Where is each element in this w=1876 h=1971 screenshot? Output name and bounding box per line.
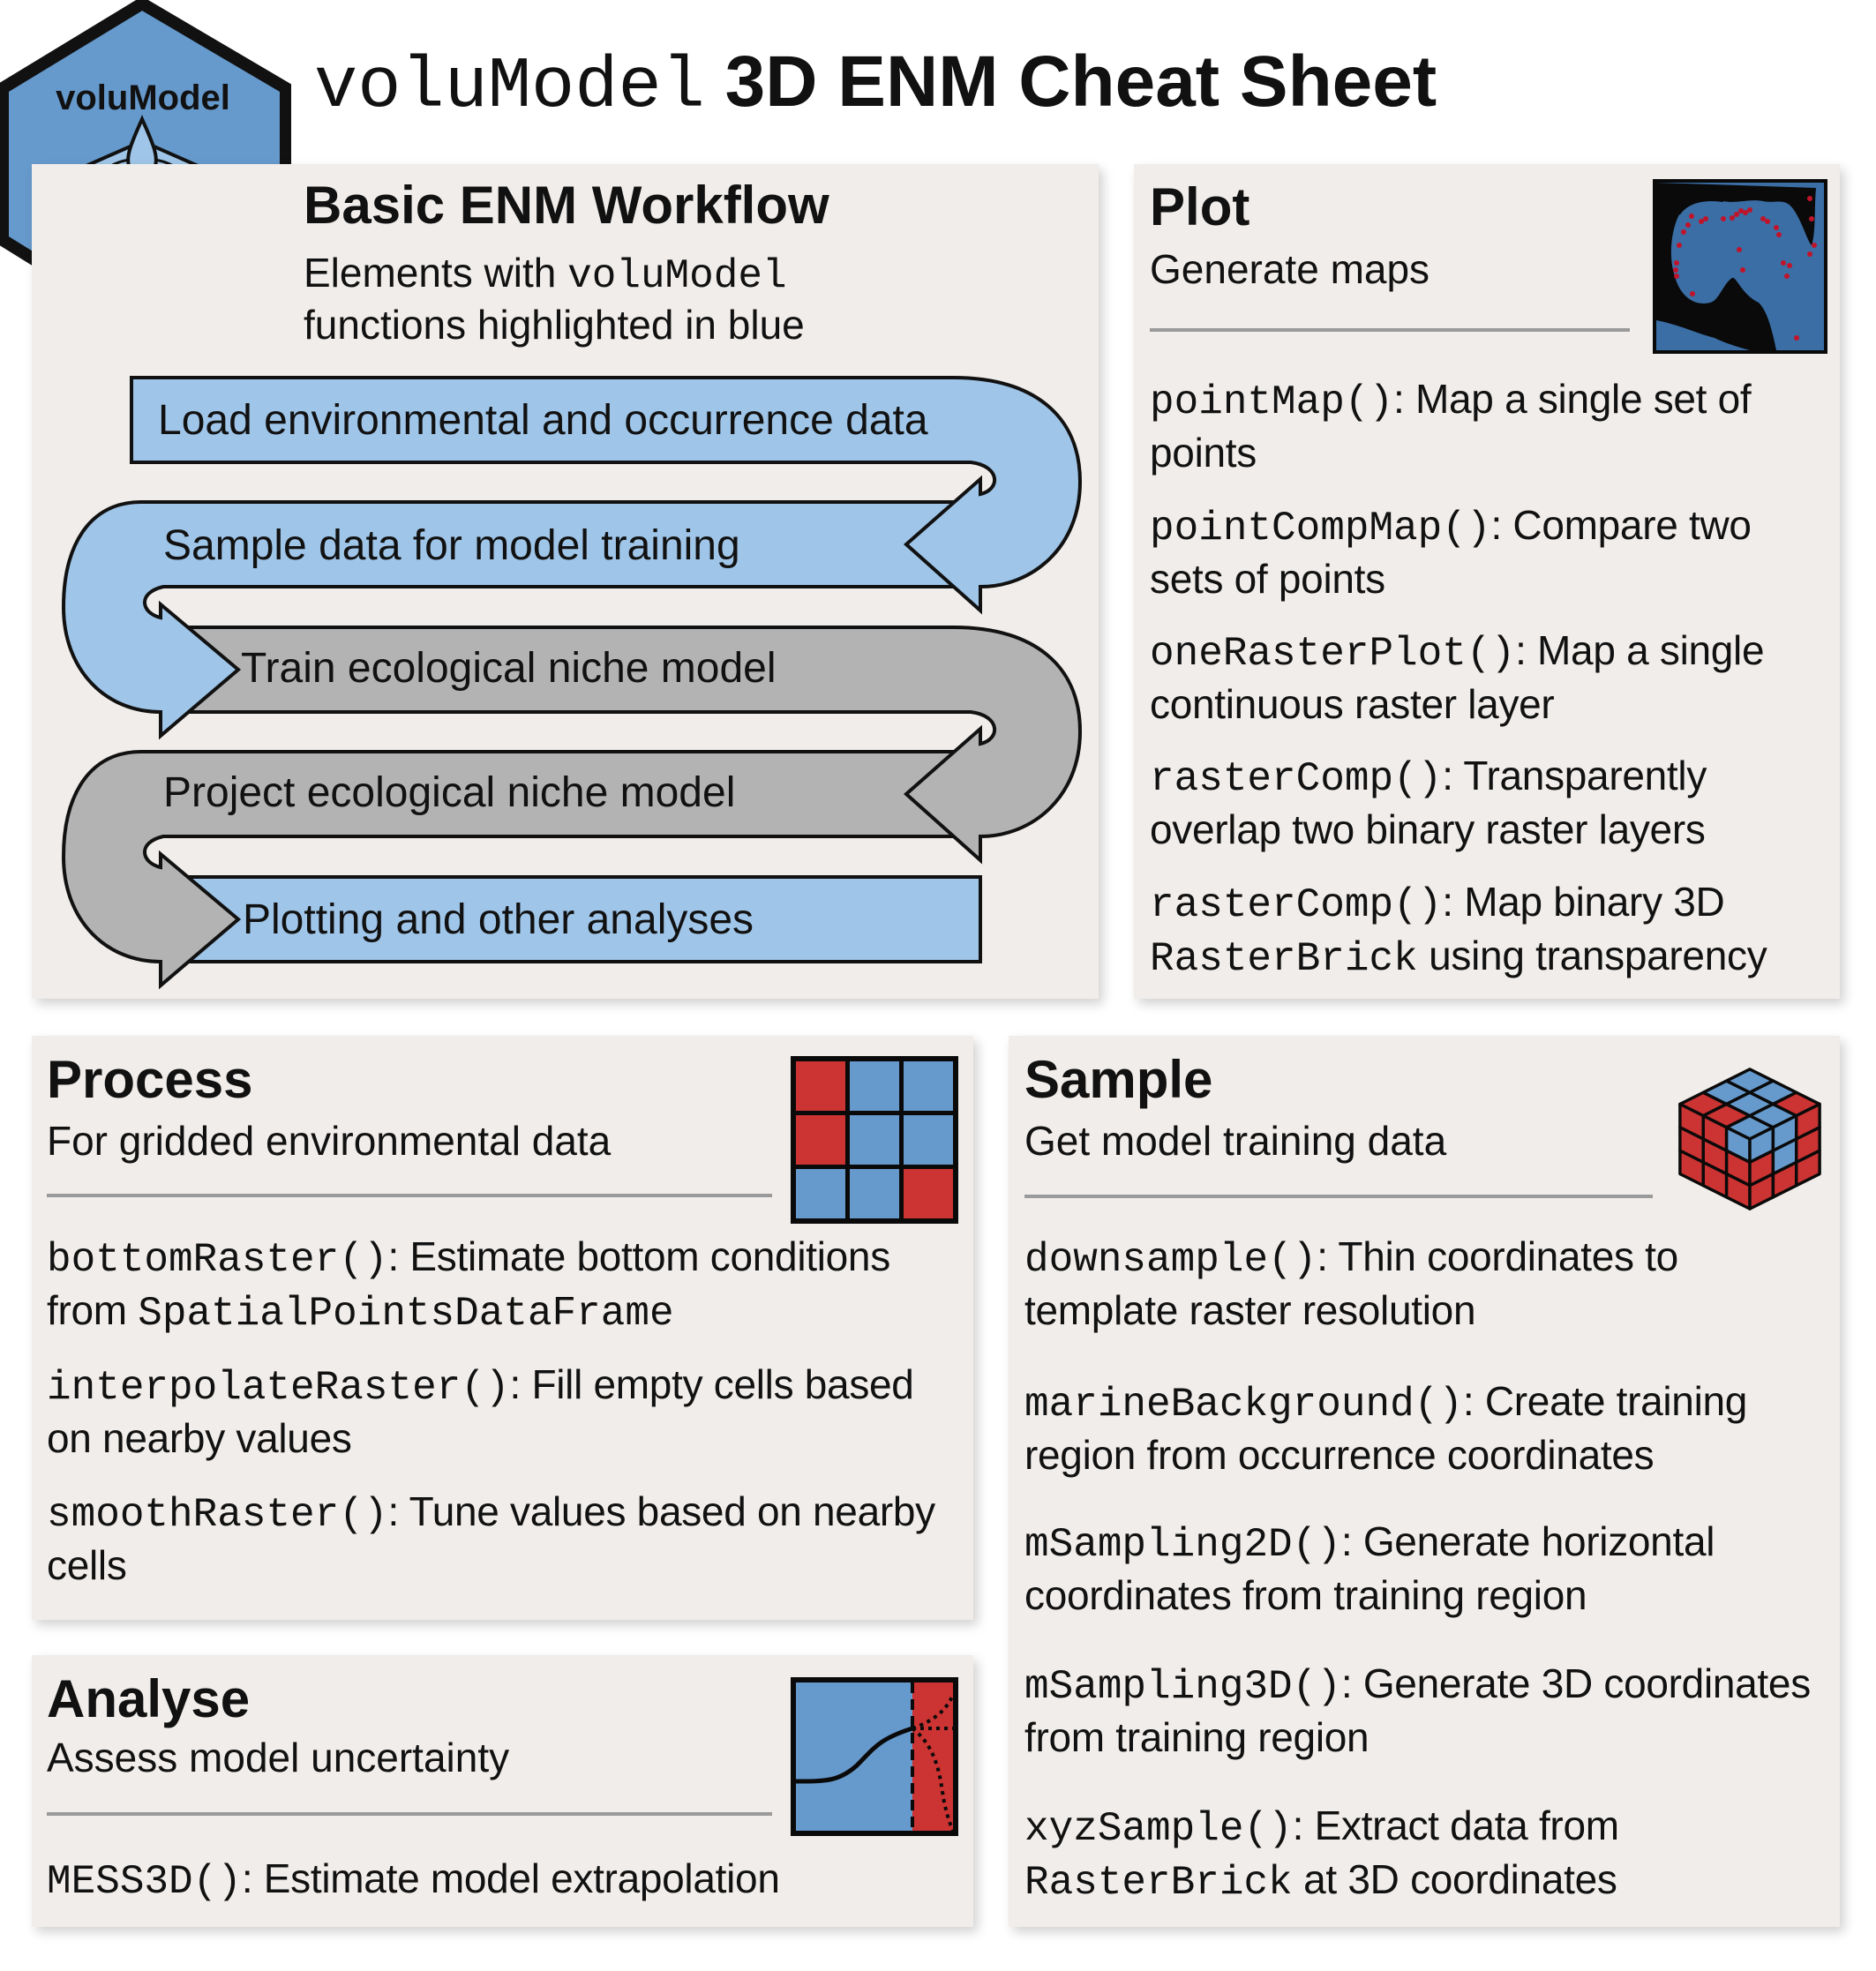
grid-cell [850,1169,899,1218]
plot-item-pointcompmap: pointCompMap(): Compare two sets of poin… [1150,500,1834,604]
grid-cell [796,1061,845,1111]
workflow-step-3: Train ecological niche model [241,645,777,692]
sample-item-downsample: downsample(): Thin coordinates to templa… [1024,1232,1827,1336]
grid-cell [850,1061,899,1111]
function-name: marineBackground() [1024,1382,1463,1428]
function-name: bottomRaster() [47,1237,388,1283]
extrapolation-curve-icon [791,1677,958,1836]
workflow-subtitle-line2: functions highlighted in blue [304,302,805,348]
grid-cell [904,1115,953,1165]
plot-subtitle: Generate maps [1150,246,1430,292]
workflow-arrow-5 [159,875,982,963]
workflow-step-4: Project ecological niche model [163,769,735,816]
function-name: rasterComp() [1150,756,1443,802]
function-name: MESS3D() [47,1859,242,1905]
process-heading: Process [47,1050,253,1109]
subtitle-prefix: Elements with [304,250,568,296]
plot-divider [1150,328,1630,332]
function-description: : Generate horizontal coordinates from t… [1024,1518,1715,1618]
workflow-arrow-4 [61,750,959,990]
class-name: SpatialPointsDataFrame [138,1291,674,1337]
grid-cell [796,1169,845,1218]
function-description: : Extract data from [1292,1802,1619,1848]
function-name: smoothRaster() [47,1492,388,1538]
occurrence-points [1673,196,1817,341]
function-description: : Generate 3D coordinates from training … [1024,1660,1811,1760]
plot-item-onerasterplot: oneRasterPlot(): Map a single continuous… [1150,626,1834,730]
subtitle-code: voluModel [567,253,787,299]
workflow-arrow-1 [130,376,1083,615]
function-description: : Fill empty cells based on nearby value… [47,1361,914,1461]
function-description: : Map binary 3D [1442,879,1725,925]
function-name: mSampling3D() [1024,1664,1341,1710]
sample-item-msampling3d: mSampling3D(): Generate 3D coordinates f… [1024,1659,1827,1763]
workflow-step-2: Sample data for model training [163,522,740,569]
workflow-diagram: Load environmental and occurrence data S… [61,376,1083,990]
process-divider [47,1194,772,1197]
sample-divider [1024,1195,1653,1198]
function-name: downsample() [1024,1237,1317,1283]
class-name: RasterBrick [1024,1860,1293,1906]
function-name: interpolateRaster() [47,1365,510,1411]
process-item-interpolateraster: interpolateRaster(): Fill empty cells ba… [47,1360,964,1464]
workflow-arrow-2 [61,500,959,740]
workflow-subtitle-line1: Elements with voluModel [304,247,787,302]
function-description: : Map a single continuous raster layer [1150,627,1765,727]
plot-item-pointmap: pointMap(): Map a single set of points [1150,374,1834,478]
title-text: 3D ENM Cheat Sheet [724,41,1437,122]
page-title: voluModel 3D ENM Cheat Sheet [314,34,1437,136]
plot-item-rastercomp-3d: rasterComp(): Map binary 3D RasterBrick u… [1150,877,1834,985]
function-description-cont: using transparency [1417,933,1767,978]
analyse-divider [47,1812,772,1816]
function-description: : Create training region from occurrence… [1024,1378,1748,1478]
function-description: : Estimate model extrapolation [241,1855,780,1901]
sample-item-marinebackground: marineBackground(): Create training regi… [1024,1376,1827,1480]
function-description: : Transparently overlap two binary raste… [1150,753,1707,852]
analyse-heading: Analyse [47,1669,251,1728]
function-description: : Tune values based on nearby cells [47,1488,935,1588]
analyse-item-mess3d: MESS3D(): Estimate model extrapolation [47,1854,964,1907]
function-name: oneRasterPlot() [1150,631,1516,677]
voxel-cube-icon [1678,1068,1821,1210]
raster-grid-icon [791,1056,958,1224]
plot-item-rastercomp-overlap: rasterComp(): Transparently overlap two … [1150,751,1834,855]
title-package: voluModel [314,46,705,128]
grid-cell [850,1115,899,1165]
process-item-bottomraster: bottomRaster(): Estimate bottom conditio… [47,1232,969,1339]
workflow-arrow-3 [159,626,1083,865]
grid-cell [796,1115,845,1165]
cube-right-cell [1795,1149,1821,1188]
function-description: : Thin coordinates to template raster re… [1024,1233,1678,1333]
grid-cell [904,1169,953,1218]
sample-heading: Sample [1024,1050,1213,1109]
logo-text: voluModel [56,79,230,117]
sample-item-msampling2d: mSampling2D(): Generate horizontal coord… [1024,1517,1827,1621]
function-description: : Map a single set of points [1150,376,1752,476]
function-name: xyzSample() [1024,1806,1293,1852]
function-name: pointMap() [1150,379,1394,425]
workflow-step-5: Plotting and other analyses [243,896,754,943]
workflow-step-1: Load environmental and occurrence data [158,397,928,444]
function-description: : Compare two sets of points [1150,502,1752,602]
gulf-of-mexico-map-icon [1653,179,1827,354]
process-subtitle: For gridded environmental data [47,1118,612,1164]
process-item-smoothraster: smoothRaster(): Tune values based on nea… [47,1487,964,1591]
plot-heading: Plot [1150,177,1250,236]
analyse-subtitle: Assess model uncertainty [47,1735,510,1780]
workflow-heading: Basic ENM Workflow [304,176,829,235]
function-name: rasterComp() [1150,882,1443,928]
function-name: mSampling2D() [1024,1522,1341,1568]
function-name: pointCompMap() [1150,506,1491,551]
function-description-cont: at 3D coordinates [1292,1856,1617,1902]
grid-cell [904,1061,953,1111]
function-description: : Estimate bottom conditions from [47,1233,890,1333]
class-name: RasterBrick [1150,936,1418,982]
sample-subtitle: Get model training data [1024,1118,1447,1164]
